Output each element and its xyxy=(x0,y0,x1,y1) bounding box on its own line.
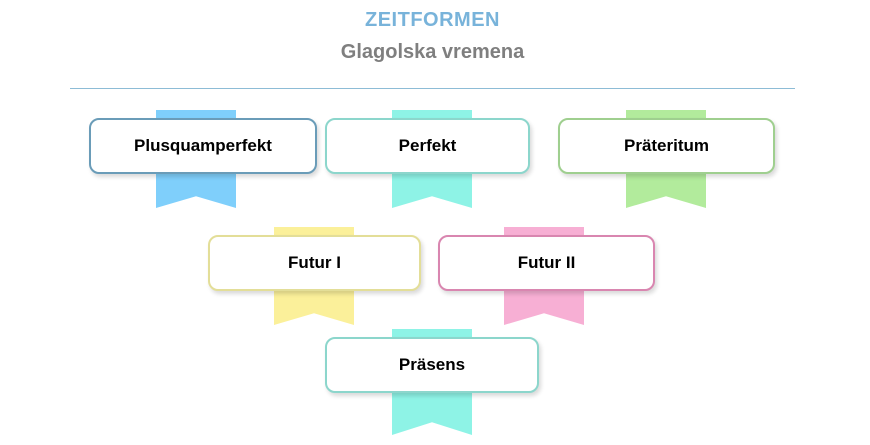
subtitle: Glagolska vremena xyxy=(340,41,525,63)
tense-box-plusquamperfekt: Plusquamperfekt xyxy=(89,118,317,174)
tense-box-futur-2: Futur II xyxy=(438,235,655,291)
tense-box-perfekt: Perfekt xyxy=(325,118,530,174)
tense-box-praesens: Präsens xyxy=(325,337,539,393)
divider xyxy=(70,88,795,89)
title: ZEITFORMEN xyxy=(365,9,500,31)
tense-box-futur-1: Futur I xyxy=(208,235,421,291)
tense-box-praeteritum: Präteritum xyxy=(558,118,775,174)
